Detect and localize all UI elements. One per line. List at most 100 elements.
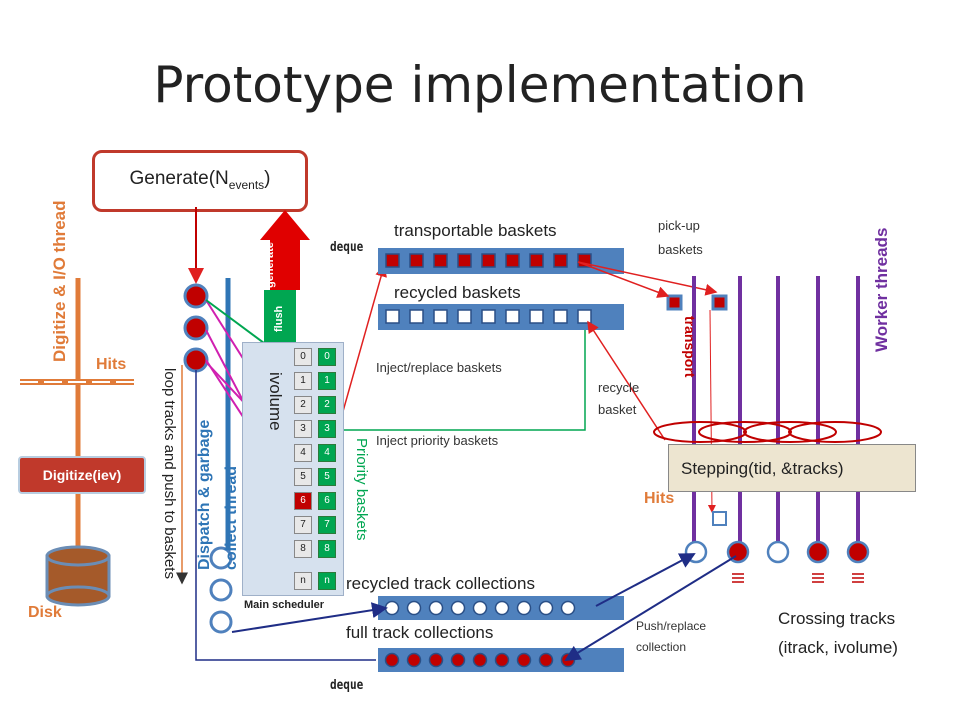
- collection-circle: [538, 600, 554, 616]
- inject-priority-label: Inject priority baskets: [376, 433, 499, 448]
- collection-circle: [384, 652, 400, 668]
- transportable-baskets-label: transportable baskets: [394, 221, 557, 240]
- scheduler-slot-right: 8: [318, 540, 336, 558]
- hits-right-label: Hits: [644, 490, 675, 507]
- full-track-collections-label: full track collections: [346, 623, 494, 642]
- collection-circle: [450, 652, 466, 668]
- push-replace-label-2: collection: [636, 640, 687, 654]
- basket-square: [505, 309, 520, 324]
- scheduler-slot-right: 5: [318, 468, 336, 486]
- scheduler-slot-right: 6: [318, 492, 336, 510]
- generate-label-prefix: Generate(N: [129, 168, 229, 189]
- scheduler-slot-left: 2: [294, 396, 312, 414]
- collection-circle: [384, 600, 400, 616]
- loop-return-line: [195, 370, 376, 661]
- inject-priority-arrow: [336, 316, 591, 431]
- basket-square: [529, 309, 544, 324]
- recycle-basket-arrow: [587, 320, 666, 441]
- stepping-box: Stepping(tid, &tracks): [668, 444, 916, 492]
- disk-label: Disk: [28, 604, 62, 621]
- generate-label-suffix: ): [264, 168, 271, 189]
- basket-square: [481, 309, 496, 324]
- scheduler-slot-right: 1: [318, 372, 336, 390]
- basket-square: [409, 253, 424, 268]
- scheduler-slot-left: 5: [294, 468, 312, 486]
- pick-up-label-1: pick-up: [658, 218, 700, 233]
- generate-box: Generate(Nevents): [92, 150, 308, 212]
- scheduler-slot-right: n: [318, 572, 336, 590]
- disk-icon: [45, 545, 111, 607]
- deque-top-label: deque: [330, 240, 364, 255]
- collection-circle: [560, 600, 576, 616]
- transportable-baskets: [385, 253, 592, 268]
- recycle-basket-label-1: recycle: [598, 380, 640, 395]
- output-circle: [846, 540, 870, 564]
- deque-bottom-label: deque: [330, 678, 364, 693]
- basket-square: [505, 253, 520, 268]
- collection-circle: [538, 652, 554, 668]
- collection-circle: [516, 600, 532, 616]
- pick-up-label-2: baskets: [658, 242, 703, 257]
- output-circle: [766, 540, 790, 564]
- digitize-box: Digitize(iev): [18, 456, 146, 494]
- recycled-baskets-label: recycled baskets: [394, 283, 521, 302]
- generate-label: Generate(Nevents): [95, 168, 305, 192]
- collection-circle: [516, 652, 532, 668]
- crossing-tracks-label-2: (itrack, ivolume): [778, 638, 898, 657]
- scheduler-slot-right: 2: [318, 396, 336, 414]
- output-circle: [806, 540, 830, 564]
- basket-square: [553, 253, 568, 268]
- scheduler-slot-left: 0: [294, 348, 312, 366]
- scheduler-slot-right: 3: [318, 420, 336, 438]
- collect-circle: [209, 578, 233, 602]
- collection-circle: [406, 600, 422, 616]
- pickup-basket: [711, 294, 728, 311]
- main-scheduler-label: Main scheduler: [244, 599, 325, 611]
- inject-replace-label: Inject/replace baskets: [376, 360, 502, 375]
- collection-circle: [494, 600, 510, 616]
- basket-square: [481, 253, 496, 268]
- collection-circle: [472, 600, 488, 616]
- recycled-track-collections: [384, 600, 576, 616]
- worker-threads-label: Worker threads: [872, 227, 891, 352]
- hits-left-label: Hits: [96, 356, 127, 373]
- basket-square: [385, 253, 400, 268]
- flush-button-label: flush: [273, 305, 285, 332]
- collection-circle: [428, 600, 444, 616]
- generate-flush-arrow: [260, 210, 310, 342]
- collect-thread-label: collect thread: [223, 465, 240, 570]
- collection-circle: [428, 652, 444, 668]
- collection-circle: [494, 652, 510, 668]
- scheduler-slot-left: n: [294, 572, 312, 590]
- push-replace-arrow: [564, 555, 737, 662]
- digitize-io-thread-label: Digitize & I/O thread: [50, 200, 69, 362]
- collection-circle: [472, 652, 488, 668]
- dispatch-garbage-label: Dispatch & garbage: [196, 419, 213, 570]
- scheduler-slot-left: 3: [294, 420, 312, 438]
- loop-tracks-label: loop tracks and push to baskets: [161, 368, 178, 579]
- basket-square: [553, 309, 568, 324]
- recycled-baskets: [385, 309, 592, 324]
- crossing-tracks-label-1: Crossing tracks: [778, 609, 896, 628]
- push-replace-arrow: [595, 553, 696, 607]
- scheduler-slot-right: 4: [318, 444, 336, 462]
- dispatch-circle: [183, 347, 209, 373]
- recycle-basket-label-2: basket: [598, 402, 637, 417]
- output-circle: [684, 540, 708, 564]
- scheduler-slot-right: 0: [318, 348, 336, 366]
- pickup-basket: [666, 294, 683, 311]
- scheduler-slot-left: 7: [294, 516, 312, 534]
- ivolume-label: ivolume: [266, 372, 285, 431]
- collect-circle: [209, 546, 233, 570]
- collection-circle: [450, 600, 466, 616]
- scheduler-slot-left: 1: [294, 372, 312, 390]
- scheduler-slot-left: 4: [294, 444, 312, 462]
- basket-square: [433, 309, 448, 324]
- basket-square: [385, 309, 400, 324]
- generate-label-subscript: events: [228, 177, 265, 192]
- collect-circle: [209, 610, 233, 634]
- basket-square: [529, 253, 544, 268]
- full-track-collections: [384, 652, 576, 668]
- scheduler-slot-left: 6: [294, 492, 312, 510]
